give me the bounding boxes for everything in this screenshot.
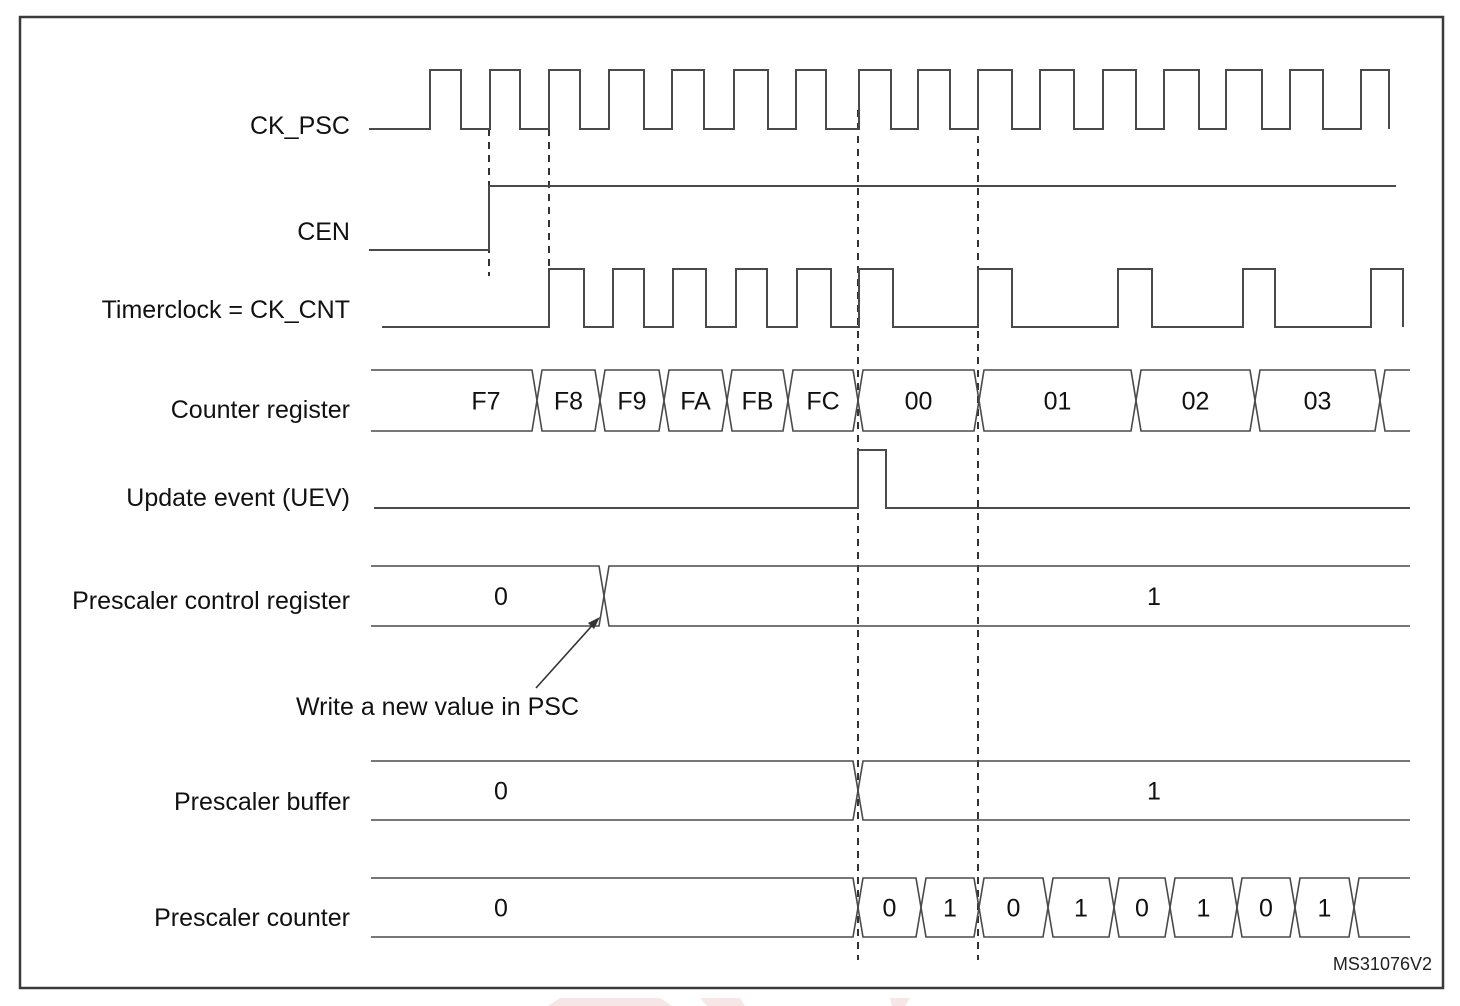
bus-value: F8 <box>554 388 583 416</box>
waveform-cen <box>369 185 1396 251</box>
signal-label-cen: CEN <box>297 218 350 246</box>
psc-write-annotation: Write a new value in PSC <box>296 617 600 721</box>
watermark <box>548 998 910 1006</box>
waveform-uev <box>374 449 1410 509</box>
signal-label-ck-cnt: Timerclock = CK_CNT <box>102 296 350 324</box>
bus-segment <box>603 565 1410 627</box>
bus-value: FA <box>680 388 711 416</box>
bus-value: 0 <box>494 583 508 611</box>
bus-value: 0 <box>1007 895 1021 923</box>
bus-value: 1 <box>1318 895 1332 923</box>
bus-value: 00 <box>905 388 933 416</box>
bus-value: 1 <box>1197 895 1211 923</box>
waveform-ck-cnt <box>382 268 1404 328</box>
bus-segment <box>371 565 605 627</box>
signal-labels: CK_PSC CEN Timerclock = CK_CNT Counter regi… <box>72 112 350 932</box>
bus-value: 0 <box>1259 895 1273 923</box>
bus-segment <box>1379 369 1410 432</box>
diagram-frame <box>18 15 1445 990</box>
bus-counter: F7 F8 F9 FA FB FC 00 01 02 03 <box>371 369 1410 432</box>
marker-lines <box>488 110 979 960</box>
bus-value: FB <box>742 388 774 416</box>
bus-segment <box>371 877 859 938</box>
signal-label-counter: Counter register <box>171 396 350 424</box>
bus-value: 0 <box>883 895 897 923</box>
bus-value: 1 <box>943 895 957 923</box>
bus-value: 1 <box>1147 778 1161 806</box>
signal-label-psc-buf: Prescaler buffer <box>174 788 350 816</box>
bus-value: FC <box>806 388 839 416</box>
bus-segment <box>371 760 859 821</box>
signal-label-psc-ctrl: Prescaler control register <box>72 587 350 615</box>
bus-psc-cnt: 0 0 1 0 1 0 1 0 1 <box>371 877 1410 938</box>
arrow-head-icon <box>588 617 600 629</box>
bus-value: F9 <box>617 388 646 416</box>
bus-segment <box>857 760 1410 821</box>
bus-value: 1 <box>1074 895 1088 923</box>
bus-value: 1 <box>1147 583 1161 611</box>
bus-value: 0 <box>494 895 508 923</box>
bus-value: 0 <box>1135 895 1149 923</box>
bus-value: 0 <box>494 778 508 806</box>
figure-reference: MS31076V2 <box>1333 954 1432 974</box>
waveform-ck-psc <box>369 69 1390 130</box>
bus-segment <box>371 369 538 432</box>
bus-value: 03 <box>1304 388 1332 416</box>
bus-value: F7 <box>471 388 500 416</box>
signal-label-ck-psc: CK_PSC <box>250 112 350 140</box>
signal-label-psc-cnt: Prescaler counter <box>154 904 350 932</box>
annotation-text: Write a new value in PSC <box>296 693 579 721</box>
bus-segment <box>1353 877 1410 938</box>
signal-label-uev: Update event (UEV) <box>126 484 350 512</box>
annotation-arrow <box>535 618 599 689</box>
bus-value: 02 <box>1182 388 1210 416</box>
bus-value: 01 <box>1044 388 1072 416</box>
